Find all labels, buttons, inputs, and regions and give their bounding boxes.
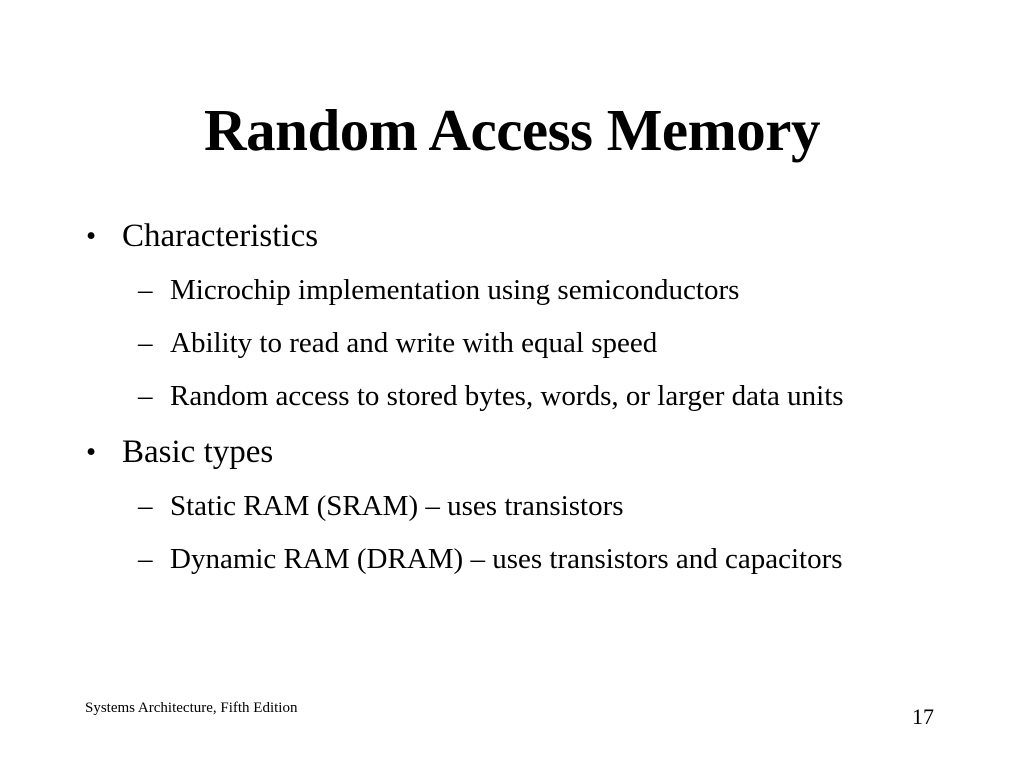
slide-body: • Characteristics – Microchip implementa… [78, 210, 958, 586]
list-item-label: Dynamic RAM (DRAM) – uses transistors an… [170, 543, 843, 575]
list-item: • Basic types [78, 426, 958, 479]
list-item: – Random access to stored bytes, words, … [78, 370, 958, 423]
list-item-label: Microchip implementation using semicondu… [170, 274, 740, 306]
dash-icon: – [138, 327, 153, 359]
list-item-label: Basic types [122, 434, 274, 470]
bullet-icon: • [86, 436, 97, 468]
dash-icon: – [138, 274, 153, 306]
list-item: – Microchip implementation using semicon… [78, 264, 958, 317]
page-title: Random Access Memory [204, 97, 820, 163]
list-item-label: Static RAM (SRAM) – uses transistors [170, 490, 624, 522]
dash-icon: – [138, 490, 153, 522]
list-item: – Dynamic RAM (DRAM) – uses transistors … [78, 533, 958, 586]
dash-icon: – [138, 380, 153, 412]
list-item-label: Characteristics [122, 218, 319, 254]
footer-text: Systems Architecture, Fifth Edition [85, 700, 298, 716]
list-item-label: Random access to stored bytes, words, or… [170, 380, 844, 412]
list-item: – Static RAM (SRAM) – uses transistors [78, 480, 958, 533]
slide-number: 17 [912, 704, 934, 729]
list-item-label: Ability to read and write with equal spe… [170, 327, 658, 359]
dash-icon: – [138, 543, 153, 575]
list-item: – Ability to read and write with equal s… [78, 317, 958, 370]
list-item: • Characteristics [78, 210, 958, 263]
bullet-icon: • [86, 220, 97, 252]
